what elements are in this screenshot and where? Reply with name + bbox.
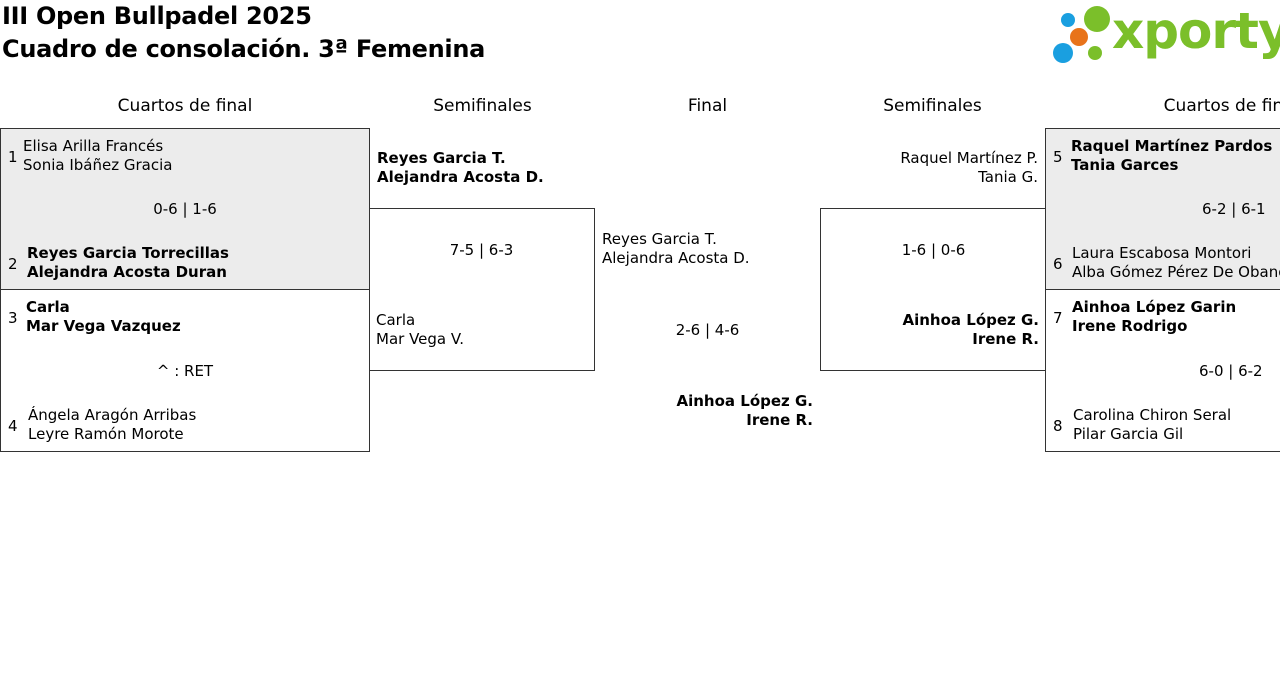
round-header-final: Final <box>687 96 728 116</box>
round-header-right-sf: Semifinales <box>883 96 982 116</box>
match-box-right-qf-2: 7 Ainhoa López Garin Irene Rodrigo 6-0 |… <box>1045 289 1280 452</box>
player-name-winner: Carla <box>26 298 70 316</box>
player-name-winner: Reyes Garcia T. <box>377 149 506 167</box>
seed-number: 2 <box>8 255 18 273</box>
seed-number: 6 <box>1053 255 1063 273</box>
match-score: 7-5 | 6-3 <box>449 241 514 259</box>
match-box-left-qf-2: 3 Carla Mar Vega Vazquez ^ : RET 4 Ángel… <box>0 289 370 452</box>
seed-number: 7 <box>1053 309 1063 327</box>
player-name: Reyes Garcia T. <box>602 230 717 248</box>
player-name-winner: Alejandra Acosta Duran <box>27 263 227 281</box>
round-header-left-sf: Semifinales <box>433 96 532 116</box>
player-name: Alejandra Acosta D. <box>602 249 750 267</box>
player-name-winner: Reyes Garcia Torrecillas <box>27 244 229 262</box>
logo-dots-icon <box>1053 6 1110 63</box>
match-score: 1-6 | 0-6 <box>901 241 966 259</box>
player-name: Carolina Chiron Seral <box>1073 406 1232 424</box>
seed-number: 5 <box>1053 148 1063 166</box>
match-score: 2-6 | 4-6 <box>675 321 740 339</box>
match-box-left-qf-1: 1 Elisa Arilla Francés Sonia Ibáñez Grac… <box>0 128 370 290</box>
seed-number: 4 <box>8 417 18 435</box>
match-score: 6-2 | 6-1 <box>1202 200 1266 218</box>
player-name-winner: Mar Vega Vazquez <box>26 317 181 335</box>
player-name-winner: Irene R. <box>972 330 1039 348</box>
match-box-left-sf: 7-5 | 6-3 Carla Mar Vega V. <box>369 208 595 371</box>
player-name-winner: Ainhoa López G. <box>676 392 814 410</box>
seed-number: 8 <box>1053 417 1063 435</box>
player-name: Pilar Garcia Gil <box>1073 425 1184 443</box>
player-name: Elisa Arilla Francés <box>23 137 164 155</box>
player-name-winner: Tania Garces <box>1071 156 1179 174</box>
round-header-left-qf: Cuartos de final <box>117 96 253 116</box>
player-name: Sonia Ibáñez Gracia <box>23 156 173 174</box>
seed-number: 1 <box>8 148 18 166</box>
tournament-title: III Open Bullpadel 2025 <box>2 2 312 30</box>
match-box-right-qf-1: 5 Raquel Martínez Pardos Tania Garces 6-… <box>1045 128 1280 290</box>
player-name-winner: Raquel Martínez Pardos <box>1071 137 1273 155</box>
match-score: ^ : RET <box>156 362 214 380</box>
match-box-right-sf: 1-6 | 0-6 Ainhoa López G. Irene R. <box>820 208 1046 371</box>
draw-subtitle: Cuadro de consolación. 3ª Femenina <box>2 35 486 63</box>
player-name: Carla <box>376 311 416 329</box>
player-name-winner: Irene R. <box>746 411 813 429</box>
seed-number: 3 <box>8 309 18 327</box>
player-name-winner: Ainhoa López G. <box>902 311 1040 329</box>
player-name: Leyre Ramón Morote <box>28 425 184 443</box>
round-header-right-qf: Cuartos de final <box>1163 96 1280 116</box>
player-name: Raquel Martínez P. <box>900 149 1038 167</box>
player-name: Tania G. <box>978 168 1038 186</box>
player-name: Laura Escabosa Montori <box>1072 244 1252 262</box>
player-name: Mar Vega V. <box>376 330 464 348</box>
xporty-logo: xporty <box>1050 2 1280 68</box>
match-score: 0-6 | 1-6 <box>153 200 217 218</box>
player-name-winner: Ainhoa López Garin <box>1072 298 1237 316</box>
player-name: Ángela Aragón Arribas <box>28 406 197 424</box>
match-score: 6-0 | 6-2 <box>1199 362 1263 380</box>
final-match: Reyes Garcia T. Alejandra Acosta D. 2-6 … <box>595 208 820 452</box>
player-name: Alba Gómez Pérez De Obanos <box>1072 263 1280 281</box>
logo-wordmark: xporty <box>1112 2 1280 60</box>
player-name-winner: Irene Rodrigo <box>1072 317 1188 335</box>
player-name-winner: Alejandra Acosta D. <box>377 168 544 186</box>
